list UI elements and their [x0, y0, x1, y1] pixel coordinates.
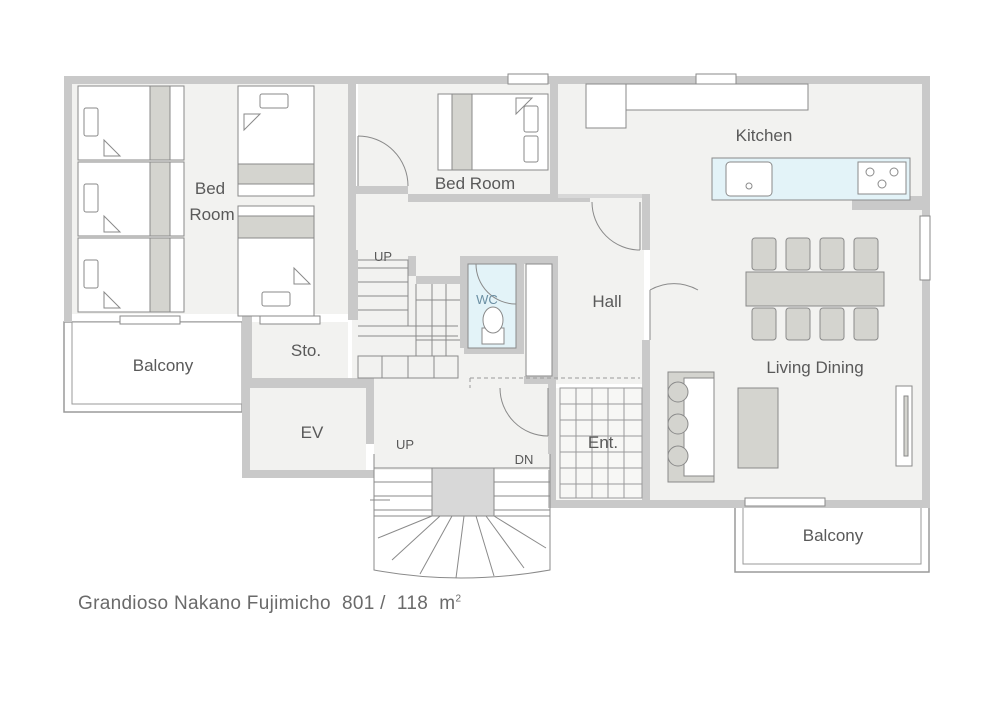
stair-label-up-inner: UP [374, 249, 392, 264]
living-furniture [667, 371, 913, 483]
windows [119, 73, 931, 507]
bed-icon [77, 85, 185, 161]
bed-icon [437, 93, 549, 171]
room-label-balcony-left: Balcony [133, 356, 194, 375]
area-unit-power: 2 [455, 593, 462, 605]
bed-icon [77, 237, 185, 313]
room-label-living-dining: Living Dining [766, 358, 863, 377]
room-label-entrance: Ent. [588, 433, 618, 452]
entrance-tiles [469, 377, 643, 499]
bed-icon [237, 85, 315, 197]
dining-set [745, 237, 885, 341]
tv-icon [895, 385, 913, 467]
bed-icon [237, 205, 315, 317]
toilet-icon [481, 306, 505, 345]
common-stairs [370, 454, 551, 579]
interior-stairs [357, 259, 460, 379]
building-name: Grandioso Nakano Fujimicho [78, 593, 331, 614]
bunk-beds [77, 85, 549, 317]
room-label-storage: Sto. [291, 341, 321, 360]
bed-icon [77, 161, 185, 237]
unit-number: 801 / [341, 593, 386, 614]
room-label-wc: WC [476, 292, 498, 307]
closet [525, 263, 553, 377]
elevator [252, 388, 366, 468]
room-label-kitchen: Kitchen [736, 126, 793, 145]
doors [357, 135, 699, 437]
sink-icon [725, 161, 773, 197]
room-label-balcony-right: Balcony [803, 526, 864, 545]
area-unit: m [439, 593, 456, 614]
kitchen-fixtures [585, 83, 911, 201]
exterior-walls [64, 76, 930, 508]
stair-label-down-outer: DN [515, 452, 534, 467]
wc [467, 263, 517, 349]
balcony-left [63, 321, 243, 413]
sofa-icon [667, 371, 715, 483]
room-label-hall: Hall [592, 292, 621, 311]
stair-label-up-outer: UP [396, 437, 414, 452]
room-label-bedroom-2: Bed Room [435, 174, 515, 193]
unit-area: 118 [396, 593, 429, 614]
stove-icon [857, 161, 907, 195]
room-label-bedroom-1-line1: Bed [195, 179, 225, 198]
plan-caption: Grandioso Nakano Fujimicho 801 / 118 m2 [78, 593, 461, 615]
room-label-bedroom-1-line2: Room [189, 205, 234, 224]
room-label-elevator: EV [301, 423, 324, 442]
